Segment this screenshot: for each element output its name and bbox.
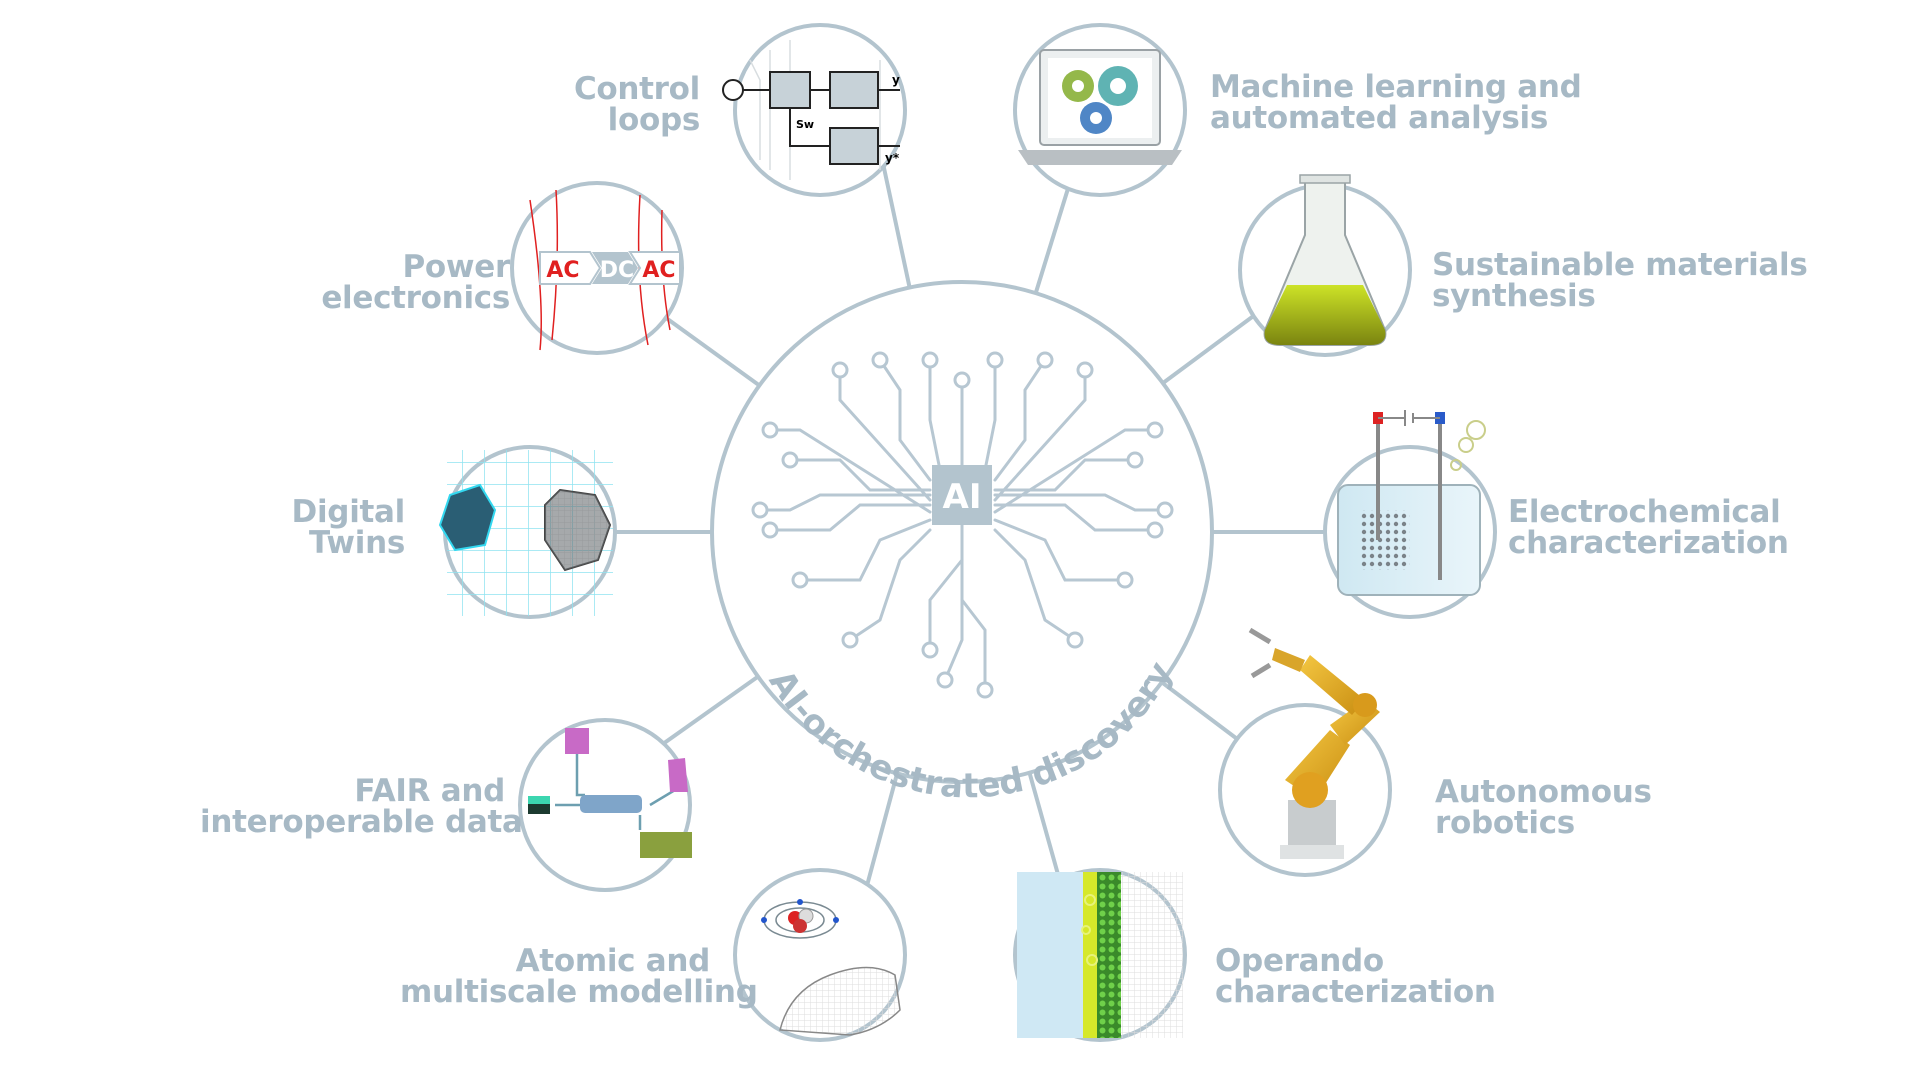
- control-output-label: y: [892, 73, 900, 87]
- node-digital-twins: [438, 445, 617, 619]
- control-switch-label: Sw: [796, 118, 814, 131]
- node-control-loops: y y* Sw: [722, 23, 907, 197]
- flask-icon: [1263, 174, 1387, 346]
- node-operando: [1013, 868, 1187, 1042]
- atom-icon: [761, 899, 901, 1036]
- control-reference-label: y*: [885, 151, 900, 165]
- ai-chip-label: AI: [943, 477, 982, 517]
- laptop-gears-icon: [1018, 49, 1182, 165]
- node-autonomous-robotics: [1218, 627, 1392, 877]
- circuit-brain-icon: [758, 358, 1167, 692]
- block-diagram-icon: y y* Sw: [722, 40, 900, 180]
- circuit-nodes: [751, 351, 1174, 699]
- robot-arm-icon: [1248, 627, 1380, 859]
- data-flow-icon: [528, 728, 692, 858]
- node-machine-learning: [1013, 23, 1187, 197]
- node-atomic-modelling: [733, 868, 907, 1042]
- central-hub: AI AI-orchestrated discovery: [710, 280, 1214, 806]
- node-electrochemical: [1323, 410, 1497, 619]
- badge-dc: DC: [600, 258, 634, 283]
- badge-ac-in: AC: [546, 258, 579, 283]
- node-power-electronics: AC DC AC: [510, 181, 684, 355]
- operando-layer-icon: [1017, 872, 1183, 1038]
- ac-dc-ac-icon: AC DC AC: [529, 189, 681, 351]
- node-sustainable-synthesis: [1238, 174, 1412, 357]
- badge-ac-out: AC: [642, 258, 675, 283]
- dodecahedron-icon: [438, 450, 613, 616]
- electrochemical-cell-icon: [1337, 410, 1486, 596]
- node-fair-data: [518, 718, 692, 892]
- ai-chip: [932, 465, 992, 525]
